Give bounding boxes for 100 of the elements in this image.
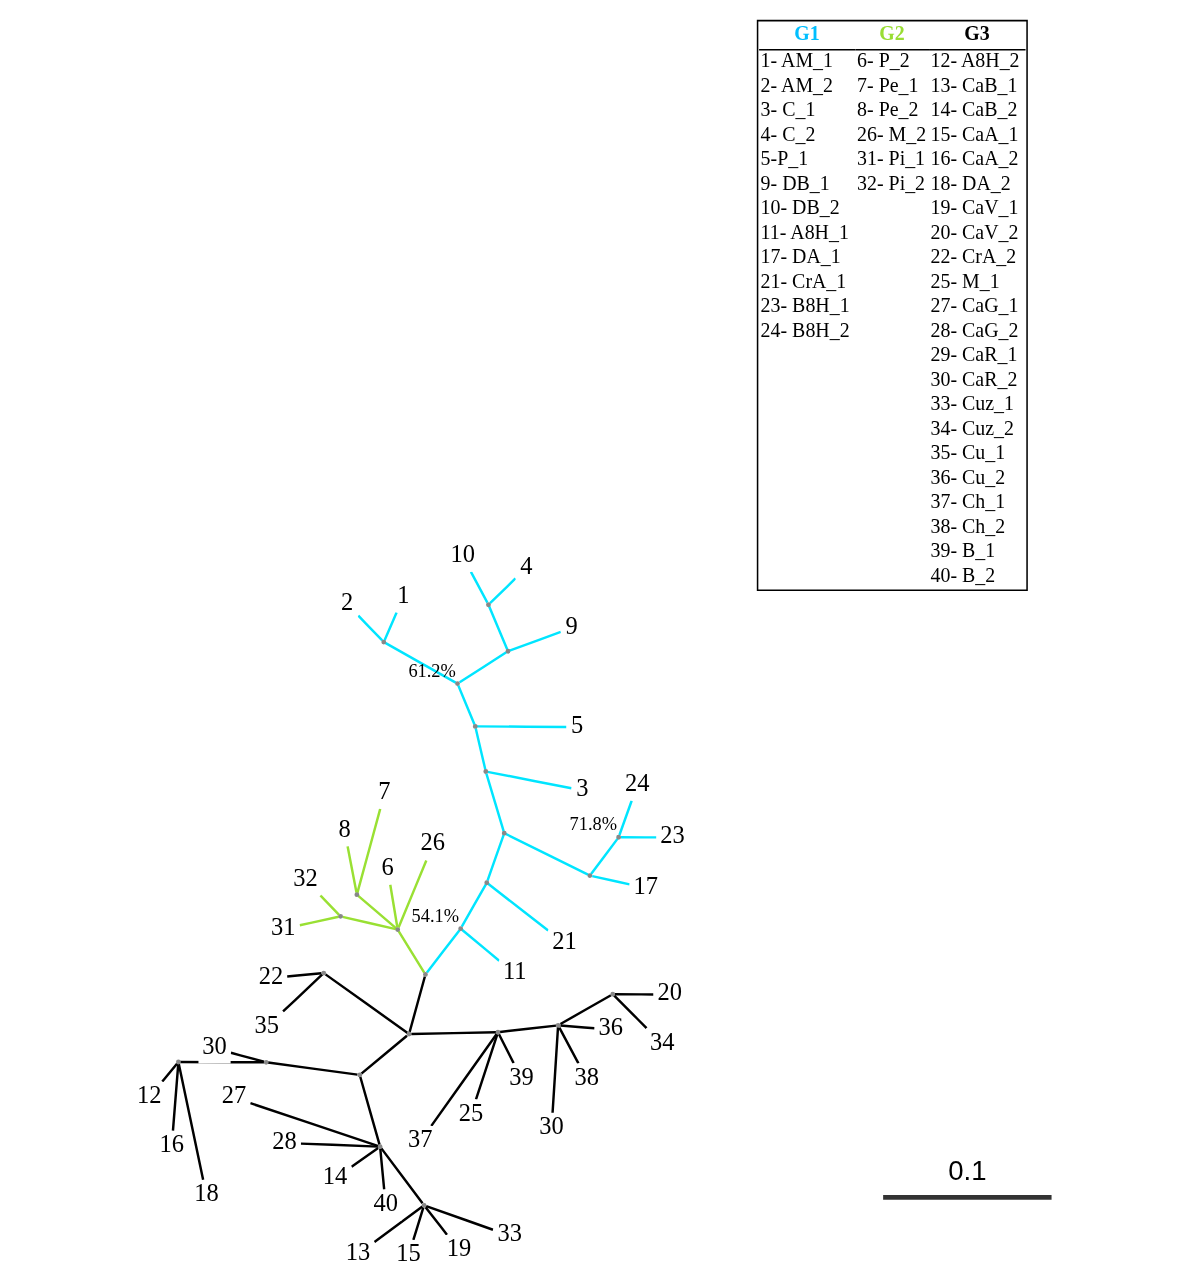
node-text: 6 (381, 852, 394, 880)
node-point (610, 991, 616, 997)
node-text: 26 (420, 828, 446, 856)
label: 35- Cu_1 (930, 441, 1006, 464)
node-point (377, 1144, 383, 1150)
node-text: 7 (378, 777, 391, 805)
node-point (421, 1202, 427, 1208)
node-point (263, 1059, 269, 1065)
connector (299, 915, 339, 927)
node-label: 71.8% (569, 814, 617, 835)
node-text: 14 (322, 1162, 348, 1190)
node-point (616, 834, 622, 840)
label: 13- CaB_1 (930, 73, 1018, 96)
connector (509, 630, 562, 652)
connector (161, 1062, 179, 1083)
connector (250, 1102, 379, 1148)
node-point (176, 1059, 181, 1065)
label: 14- CaB_2 (930, 98, 1018, 121)
node-text: 1 (397, 580, 410, 608)
connector (614, 992, 654, 996)
node-text: 40 (373, 1188, 398, 1216)
node-point (395, 927, 401, 932)
connector (408, 976, 427, 1033)
label: 31- Pi_1 (857, 147, 926, 170)
node-text: 10 (450, 540, 476, 568)
node-text: 28 (272, 1126, 297, 1154)
connector (620, 836, 657, 839)
node-point (354, 892, 360, 898)
label: 1- AM_1 (760, 49, 834, 72)
connector (412, 1207, 425, 1241)
node-text: 31 (271, 912, 296, 940)
connector (485, 773, 505, 832)
node-text: 2 (340, 587, 354, 615)
label: 29- CaR_1 (930, 343, 1018, 366)
connector (469, 571, 489, 604)
node-point (455, 681, 460, 687)
connector (425, 929, 461, 974)
label: 36- Cu_2 (930, 465, 1006, 488)
label: 5-P_1 (760, 147, 809, 170)
connector (457, 684, 476, 725)
connector (342, 915, 397, 931)
label: 3- C_1 (760, 98, 816, 121)
connector (350, 1147, 379, 1168)
node-text: 20 (657, 978, 683, 1006)
label: 40- B_2 (930, 563, 996, 586)
label: 4- C_2 (760, 122, 816, 145)
connector (618, 800, 633, 836)
connector (487, 605, 509, 650)
node-point (484, 880, 490, 886)
node-text: 13 (345, 1237, 371, 1265)
node-text: 4 (520, 551, 533, 579)
label: 34- Cuz_2 (930, 416, 1015, 439)
connector (474, 728, 487, 770)
node-point (458, 926, 464, 932)
node-text: 11 (502, 957, 527, 985)
connector (430, 1033, 498, 1127)
label: 24- B8H_2 (760, 318, 850, 341)
connector (373, 1205, 424, 1243)
connector (171, 1064, 180, 1131)
connector (356, 808, 382, 894)
label: 2- AM_2 (760, 73, 834, 96)
node-text: 37 (408, 1125, 433, 1153)
label: 9- DB_1 (760, 171, 830, 194)
connector (267, 1061, 358, 1076)
connector (474, 1033, 499, 1100)
node-text: 23 (660, 821, 685, 849)
label: 23- B8H_1 (760, 294, 850, 317)
node-text: 25 (458, 1098, 484, 1126)
label: 28- CaG_2 (930, 318, 1019, 341)
connector (487, 882, 549, 932)
label: 16- CaA_2 (930, 147, 1019, 170)
connector (559, 994, 612, 1026)
label: 26- M_2 (857, 122, 927, 145)
node-text: 3 (576, 774, 589, 802)
node-text: 38 (574, 1062, 599, 1090)
label: 6- P_2 (857, 49, 910, 72)
node-text: 24 (624, 769, 650, 797)
node-text: 19 (446, 1234, 472, 1262)
node-label: 54.1% (411, 905, 460, 926)
connector (324, 973, 409, 1034)
connector (287, 972, 322, 978)
node-text: 21 (552, 927, 577, 955)
connector (300, 1142, 379, 1148)
node-text: 30 (539, 1112, 564, 1140)
connector (360, 1034, 408, 1075)
connector (499, 1024, 557, 1034)
label: 39- B_1 (930, 539, 996, 562)
connector (389, 884, 399, 928)
connector (411, 1031, 497, 1036)
node-text: 32 (293, 863, 318, 891)
connector (613, 994, 648, 1029)
node-point (555, 1022, 561, 1028)
node-point (338, 913, 343, 919)
node-text: 34 (649, 1027, 675, 1055)
label: 32- Pi_2 (857, 171, 926, 194)
node-text: 8 (338, 814, 351, 842)
label: 21- CrA_1 (760, 269, 847, 292)
node-point (505, 648, 511, 654)
legend-label: G1 (794, 21, 820, 44)
node-text: 39 (509, 1062, 534, 1090)
